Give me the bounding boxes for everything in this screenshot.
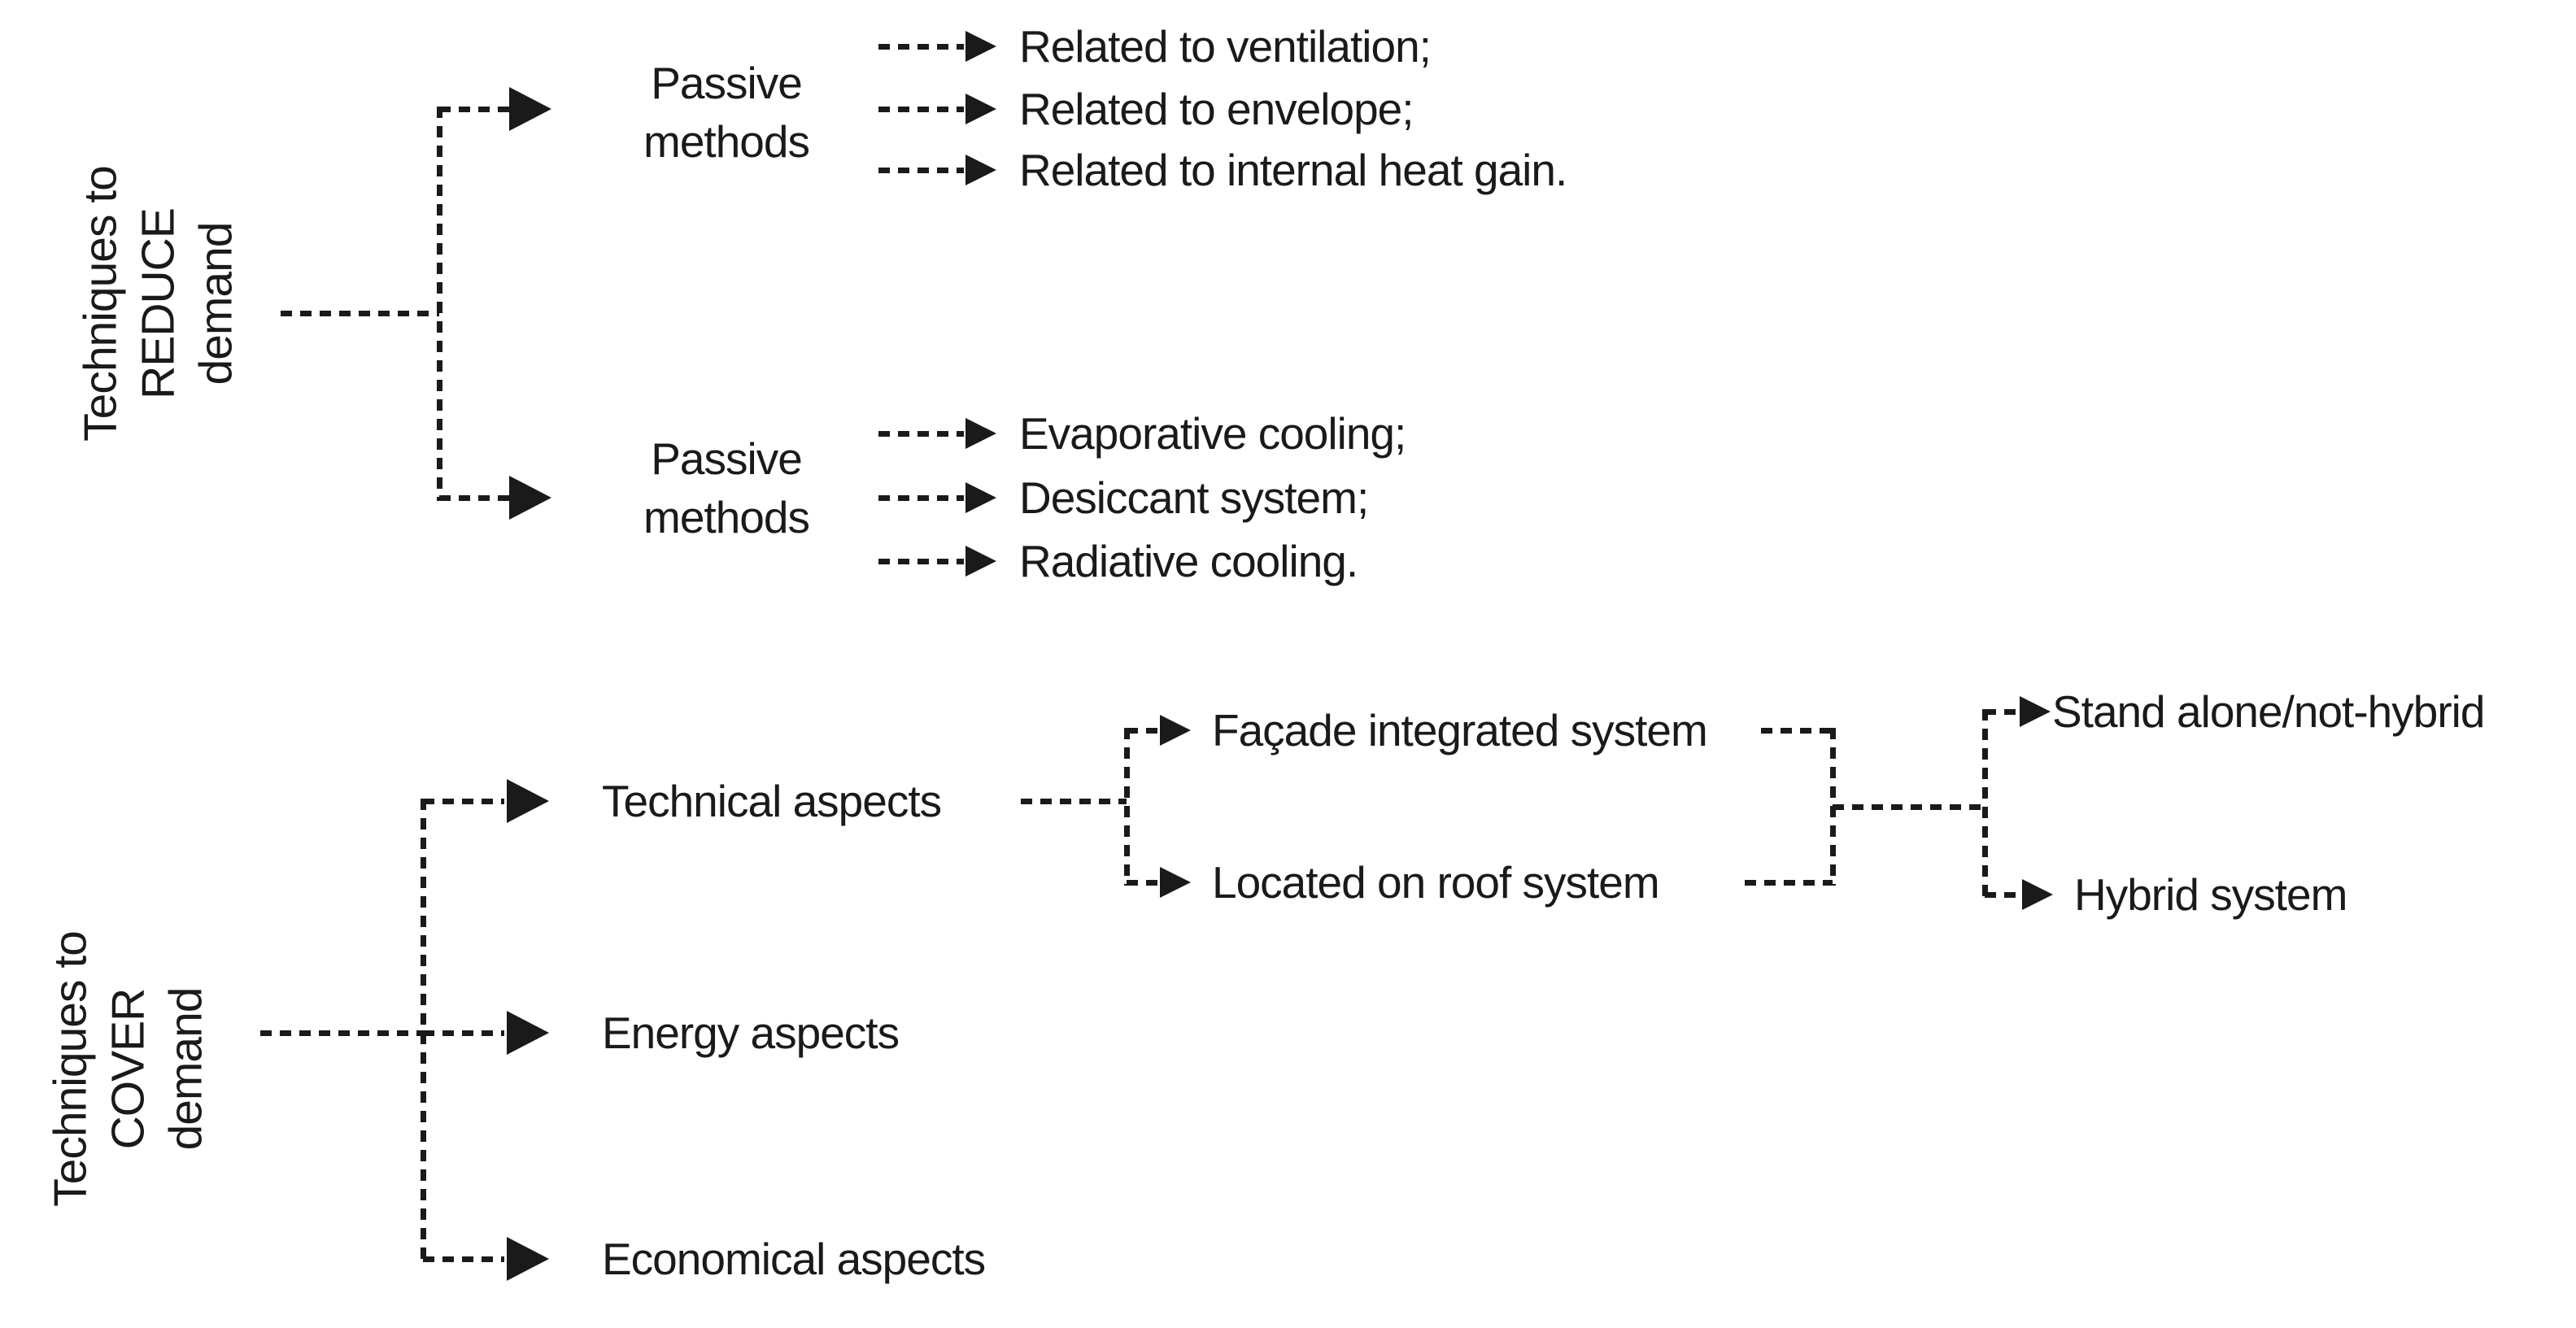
passive-methods-node-2-line-1: Passive (651, 433, 803, 484)
reduce-trunk-line (437, 107, 442, 501)
cover-branch-energy-line (423, 1030, 504, 1036)
hybrid-arrowhead-icon (2022, 879, 2053, 910)
stand-alone-arrowhead-icon (2020, 696, 2051, 727)
passive-methods-node-1-line-2: methods (643, 116, 810, 167)
hybrid-system-label: Hybrid system (2074, 869, 2347, 920)
facade-line (1127, 728, 1159, 734)
reduce-branch-1-line (439, 107, 509, 112)
passive-methods-node-2-line-2: methods (643, 492, 810, 542)
reduce-root-line-3: demand (190, 222, 242, 385)
reduce-leaf-3-line (878, 168, 964, 173)
facade-arrowhead-icon (1160, 715, 1191, 746)
technical-aspects-label: Technical aspects (602, 776, 942, 826)
cover-branch-economical-line (423, 1256, 504, 1262)
roof-merge-line (1745, 880, 1833, 886)
cover-root-label: Techniques to COVER demand (42, 858, 216, 1281)
roof-arrowhead-icon (1160, 867, 1191, 898)
reduce-leaf-2-label: Related to envelope; (1019, 84, 1414, 134)
reduce-leaf-6-arrowhead-icon (965, 546, 996, 577)
cover-feeder-line (260, 1030, 423, 1036)
reduce-leaf-2-arrowhead-icon (965, 94, 996, 124)
technical-out-line (1021, 799, 1127, 804)
cover-branch-energy-arrowhead-icon (507, 1011, 549, 1055)
reduce-leaf-1-line (878, 44, 964, 50)
energy-aspects-label: Energy aspects (602, 1008, 900, 1058)
passive-methods-node-1-line-1: Passive (651, 58, 803, 108)
reduce-leaf-4-label: Evaporative cooling; (1019, 408, 1406, 459)
stand-alone-not-hybrid-label: Stand alone/not-hybrid (2052, 686, 2485, 737)
reduce-leaf-2-line (878, 107, 964, 112)
economical-aspects-label: Economical aspects (602, 1234, 986, 1284)
reduce-leaf-1-arrowhead-icon (965, 31, 996, 62)
passive-methods-node-2: Passive methods (564, 429, 889, 546)
reduce-root-line-2: REDUCE (132, 208, 185, 399)
reduce-feeder-line (281, 311, 439, 316)
cover-root-line-2: COVER (102, 988, 155, 1150)
reduce-branch-1-arrowhead-icon (509, 87, 551, 131)
cover-trunk-line (421, 799, 426, 1261)
cover-branch-economical-arrowhead-icon (507, 1237, 549, 1281)
technical-bracket-line (1124, 728, 1130, 886)
facade-integrated-system-label: Façade integrated system (1212, 705, 1708, 755)
reduce-branch-2-line (439, 495, 509, 501)
reduce-leaf-1-label: Related to ventilation; (1019, 21, 1432, 72)
roof-line (1127, 880, 1159, 886)
cover-root-line-3: demand (159, 987, 212, 1151)
reduce-branch-2-arrowhead-icon (509, 476, 551, 520)
reduce-leaf-3-label: Related to internal heat gain. (1019, 145, 1567, 195)
reduce-leaf-5-arrowhead-icon (965, 482, 996, 513)
cover-branch-technical-line (423, 799, 504, 804)
located-on-roof-system-label: Located on roof system (1212, 857, 1660, 908)
stand-alone-line (1985, 709, 2019, 715)
reduce-leaf-3-arrowhead-icon (965, 155, 996, 185)
reduce-leaf-5-line (878, 495, 964, 501)
facade-merge-line (1761, 728, 1833, 734)
hybrid-line (1985, 892, 2021, 898)
reduce-leaf-4-line (878, 431, 964, 437)
cover-branch-technical-arrowhead-icon (507, 779, 549, 823)
reduce-leaf-5-label: Desiccant system; (1019, 472, 1369, 523)
reduce-leaf-6-label: Radiative cooling. (1019, 536, 1358, 586)
reduce-leaf-4-arrowhead-icon (965, 418, 996, 449)
reduce-leaf-6-line (878, 559, 964, 564)
merge-connector-line (1833, 804, 1985, 810)
reduce-root-label: Techniques to REDUCE demand (72, 93, 246, 516)
cover-root-line-1: Techniques to (44, 931, 97, 1207)
reduce-root-line-1: Techniques to (74, 166, 127, 442)
passive-methods-node-1: Passive methods (564, 54, 889, 171)
hybridization-bracket-line (1982, 709, 1988, 900)
